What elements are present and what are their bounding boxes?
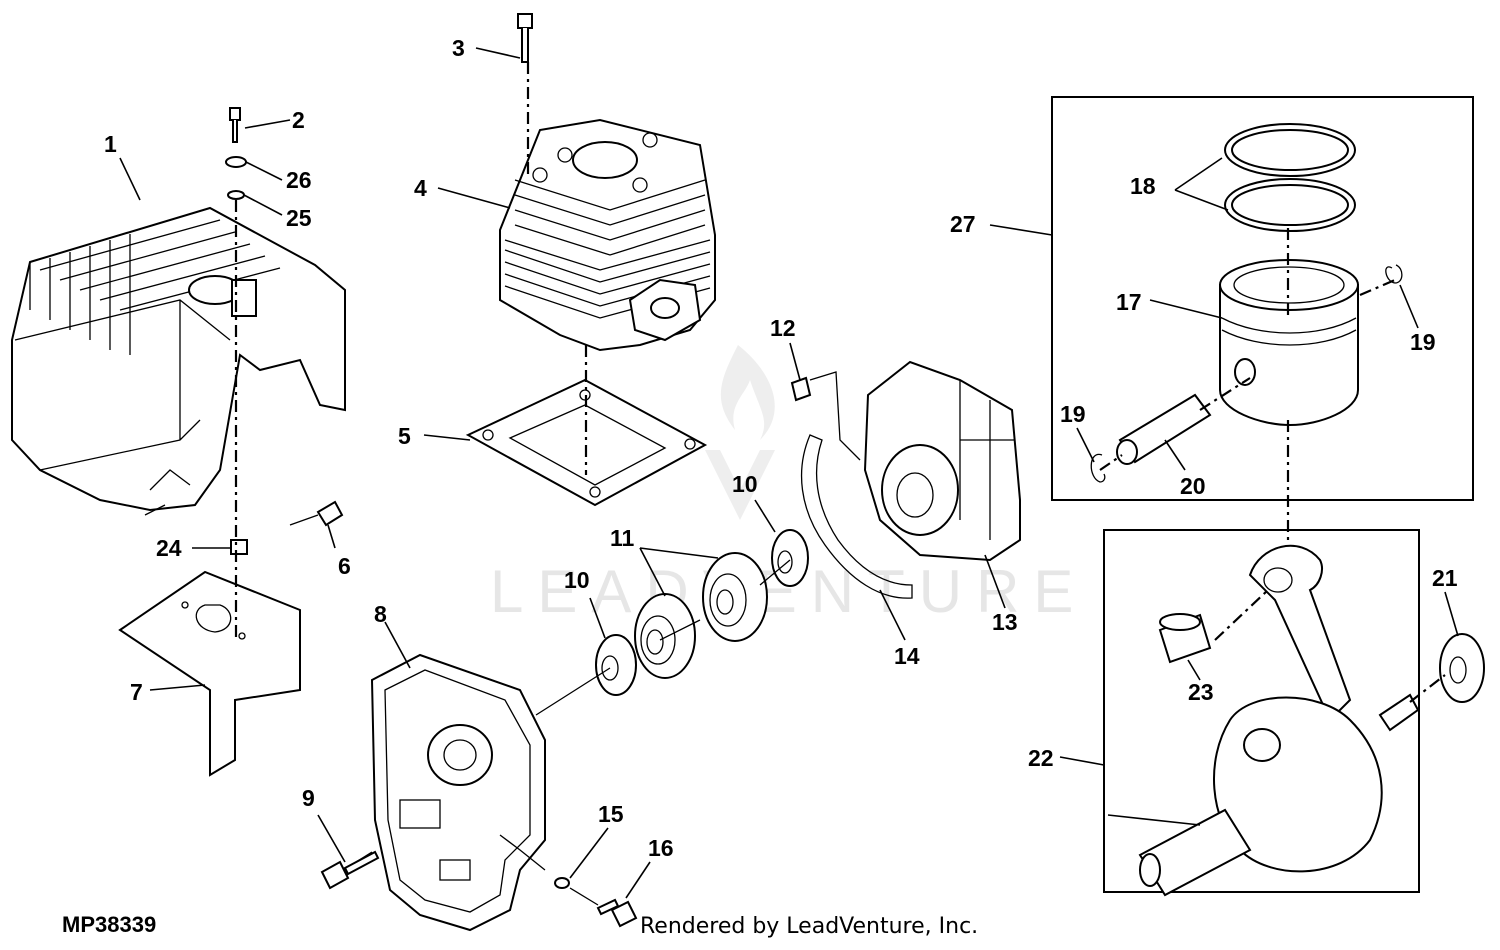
bearing-11a [634, 593, 696, 679]
piston-pin-20 [1116, 393, 1212, 465]
callout-10a: 10 [564, 567, 590, 593]
gasket-5 [465, 378, 708, 507]
alignment-lines [234, 62, 1446, 906]
callout-22: 22 [1028, 745, 1054, 771]
callout-6: 6 [338, 553, 351, 579]
bolt-6 [289, 500, 344, 527]
screw-16 [596, 898, 638, 928]
screw-3 [517, 13, 533, 63]
piston-17 [1219, 259, 1359, 427]
callout-19a: 19 [1410, 329, 1436, 355]
heat-shield-7 [118, 570, 301, 777]
callout-8: 8 [374, 601, 387, 627]
callout-23: 23 [1188, 679, 1214, 705]
callout-12: 12 [770, 315, 796, 341]
callout-1: 1 [104, 131, 117, 157]
nut-24 [230, 539, 248, 555]
crankshaft-box [1103, 529, 1420, 893]
callout-7: 7 [130, 679, 143, 705]
screw-2-washers [225, 107, 247, 200]
callout-27: 27 [950, 211, 976, 237]
callout-5: 5 [398, 423, 411, 449]
callout-18: 18 [1130, 173, 1156, 199]
circlip-19b [1090, 453, 1106, 483]
figure-id: MP38339 [62, 912, 157, 937]
leader-lines [119, 47, 1459, 899]
piston-assembly-box [1051, 96, 1474, 501]
seal-10b [771, 529, 809, 587]
callout-15: 15 [598, 801, 624, 827]
needle-bearing-23 [1158, 613, 1212, 664]
callout-24: 24 [156, 535, 182, 561]
credit-text: Rendered by LeadVenture, Inc. [640, 914, 979, 939]
crankcase-half-13 [863, 360, 1021, 562]
callout-11: 11 [610, 525, 635, 551]
callout-10b: 10 [732, 471, 758, 497]
gasket-14 [801, 434, 913, 599]
callout-4: 4 [414, 175, 427, 201]
seal-10a [595, 634, 637, 696]
screw-9 [320, 850, 380, 890]
crankcase-half-8 [370, 653, 546, 932]
shroud-part [11, 206, 346, 516]
washer-21 [1439, 633, 1485, 703]
piston-rings-18 [1224, 123, 1356, 232]
washer-15 [554, 877, 570, 889]
circlip-19a [1385, 264, 1403, 284]
callout-14: 14 [894, 643, 920, 669]
callout-21: 21 [1432, 565, 1458, 591]
callout-25: 25 [286, 205, 312, 231]
callout-9: 9 [302, 785, 315, 811]
callouts: 1 2 3 4 5 6 7 8 9 10 10 11 12 13 14 15 1… [104, 35, 1458, 861]
callout-16: 16 [648, 835, 674, 861]
callout-26: 26 [286, 167, 312, 193]
callout-3: 3 [452, 35, 465, 61]
bearing-11b [702, 552, 768, 642]
callout-20: 20 [1180, 473, 1206, 499]
cylinder-part [499, 118, 716, 352]
dowel-12 [790, 376, 812, 402]
callout-13: 13 [992, 609, 1018, 635]
crankshaft-22 [1138, 544, 1420, 897]
callout-2: 2 [292, 107, 305, 133]
callout-17: 17 [1116, 289, 1142, 315]
callout-19b: 19 [1060, 401, 1086, 427]
